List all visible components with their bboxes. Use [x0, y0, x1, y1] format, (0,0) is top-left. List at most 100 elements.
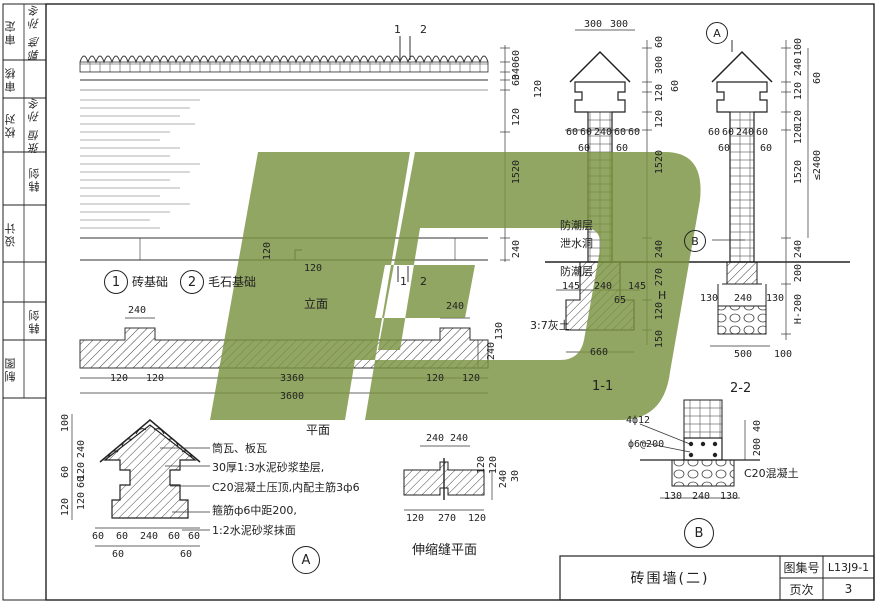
detA-dim-240: 240 [76, 440, 87, 459]
section-2-2-title: 2-2 [730, 381, 752, 396]
s11-dim-150: 150 [654, 330, 665, 349]
joint-dim-30: 30 [510, 470, 521, 483]
s11-mid-60c: 60 [614, 127, 627, 138]
section-mark-1-bottom: 1 [400, 275, 407, 288]
sig-name-check: 张恒 孙冬 [28, 96, 41, 154]
plan-dim-240a: 240 [128, 305, 147, 316]
s22-dim-120a: 120 [793, 82, 804, 101]
detB-rebar-stirrup: ф6@200 [628, 439, 665, 450]
s22-dim-240b: 240 [793, 240, 804, 259]
sig-name-design: 韩剑 [28, 165, 41, 192]
elevation-title: 立面 [304, 297, 329, 311]
legend-rubble-foundation: 毛石基础 [208, 275, 257, 289]
s11-top-300b: 300 [610, 19, 629, 30]
s11-base-145a: 145 [562, 281, 581, 292]
s22-mark-a: A [706, 22, 728, 44]
s22-mid-60c: 60 [756, 127, 769, 138]
plan-dim-120d: 120 [462, 373, 481, 384]
elev-dim-120c: 120 [262, 242, 273, 261]
plan-dim-3360: 3360 [280, 373, 305, 384]
joint-dim-240c: 240 [498, 470, 509, 489]
atlas-number: L13J9-1 [827, 560, 870, 574]
elev-dim-120b: 120 [511, 108, 522, 127]
detA-bot2-60a: 60 [112, 549, 125, 560]
s11-mid-60f: 60 [616, 143, 629, 154]
detA-dim-120: 120 [60, 498, 71, 517]
s22-base-100: 100 [774, 349, 793, 360]
s22-dim-100: 100 [793, 38, 804, 57]
s22-dim-200: 200 [793, 264, 804, 283]
detail-b-label: B [684, 518, 714, 548]
s11-dim-1520: 1520 [654, 150, 665, 175]
s22-mid-60d: 60 [718, 143, 731, 154]
s22-dim-240: 240 [793, 58, 804, 77]
s22-mid-60a: 60 [708, 127, 721, 138]
detA-bot-60c: 60 [168, 531, 181, 542]
s11-weephole: 泄水洞 [560, 237, 593, 250]
plan-dim-240c: 240 [486, 342, 497, 361]
plan-dim-240b: 240 [446, 301, 465, 312]
s22-dim-1520: 1520 [793, 160, 804, 185]
s11-h-label: H [658, 289, 667, 302]
section-mark-1: 1 [394, 23, 401, 36]
sig-role-approve: 审定 [4, 19, 17, 45]
s22-mark-b: B [684, 230, 706, 252]
legend-brick-foundation: 砖基础 [132, 275, 169, 289]
elev-foot-dim: 120 [304, 263, 323, 274]
legend-circle-1: 1 [104, 270, 128, 294]
s11-mid-240: 240 [594, 127, 613, 138]
sig-role-check: 校对 [4, 112, 17, 138]
s11-base-240: 240 [594, 281, 613, 292]
plan-dim-120b: 120 [146, 373, 165, 384]
s22-mid-60e: 60 [760, 143, 773, 154]
detA-note-stirrup: 箍筋ф6中距200, [212, 504, 297, 517]
s22-mid-60b: 60 [722, 127, 735, 138]
s11-dim-60b: 60 [670, 80, 681, 93]
detA-note-plaster: 1:2水泥砂浆抹面 [212, 524, 296, 537]
s11-dim-120c: 120 [654, 302, 665, 321]
s22-mid-240: 240 [736, 127, 755, 138]
detB-rebar-main: 4ф12 [626, 415, 651, 426]
sig-name-approve: 郭彦 孙冬 [28, 3, 41, 61]
detA-note-tiles: 筒瓦、板瓦 [212, 442, 267, 455]
s11-dampproof-1: 防潮层 [560, 219, 593, 232]
legend-circle-2: 2 [180, 270, 204, 294]
s22-base-130b: 130 [766, 293, 785, 304]
s11-dampproof-2: 防潮层 [560, 265, 593, 278]
plan-dim-130: 130 [494, 322, 505, 341]
detA-bot-60d: 60 [188, 531, 201, 542]
watermark-shape [210, 152, 701, 420]
joint-dim-120c: 120 [406, 513, 425, 524]
s11-base-65: 65 [614, 295, 627, 306]
s11-mid-60d: 60 [628, 127, 641, 138]
sig-role-review: 审核 [4, 66, 17, 92]
s11-mid-60e: 60 [578, 143, 591, 154]
page-label: 页次 [789, 582, 814, 597]
s11-dim-240: 240 [654, 240, 665, 259]
s11-dim-60a: 60 [654, 36, 665, 49]
drawing-title: 砖围墙(二) [630, 571, 710, 587]
detA-dim-120c: 120 [76, 492, 87, 511]
joint-title: 伸缩缝平面 [412, 543, 478, 558]
detB-dim-200: 200 [752, 438, 763, 457]
section-mark-2: 2 [420, 23, 427, 36]
plan-title: 平面 [306, 423, 331, 437]
detB-dim-130a: 130 [664, 491, 683, 502]
detA-note-coping: C20混凝土压顶,内配主筋3ф6 [212, 481, 360, 494]
s11-top-300a: 300 [584, 19, 603, 30]
joint-dim-240a: 240 [426, 433, 445, 444]
sig-role-design: 设计 [4, 220, 17, 247]
joint-dim-120a: 120 [476, 456, 487, 475]
detB-dim-240: 240 [692, 491, 711, 502]
detail-a-label: A [292, 546, 320, 574]
detA-bot-240: 240 [140, 531, 159, 542]
elev-dim-1520: 1520 [511, 160, 522, 185]
s11-base-660: 660 [590, 347, 609, 358]
s11-mid-60a: 60 [566, 127, 579, 138]
page-number: 3 [844, 582, 853, 596]
detB-concrete: C20混凝土 [744, 467, 799, 480]
joint-dim-120d: 120 [468, 513, 487, 524]
detA-dim-100: 100 [60, 414, 71, 433]
